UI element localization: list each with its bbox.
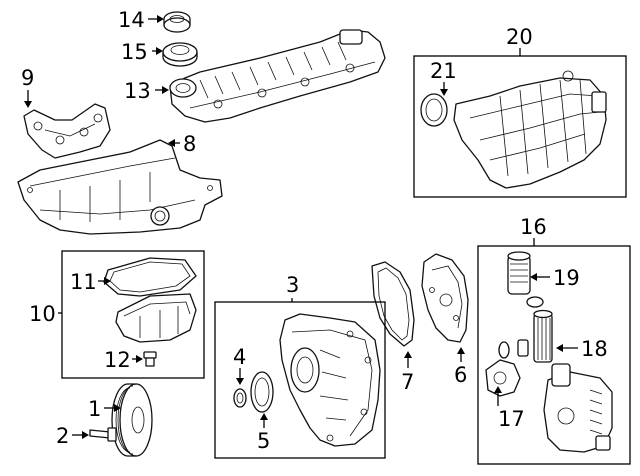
- callout-18: 18: [581, 337, 608, 361]
- part-12-drain-plug: [143, 351, 157, 367]
- callout-20: 20: [506, 25, 533, 49]
- part-11-gasket: [103, 257, 197, 297]
- part-13-cylinder-head-cover: [169, 29, 386, 123]
- callout-11: 11: [70, 270, 97, 294]
- part-4-seal: [233, 388, 247, 408]
- part-17-housing: [485, 339, 529, 397]
- part-18-filter-element: [533, 309, 553, 363]
- part-8-oil-pan-upper: [17, 139, 223, 235]
- callout-16: 16: [520, 215, 547, 239]
- part-21-gasket: [420, 93, 448, 127]
- part-6-cover-plate: [421, 253, 469, 343]
- callout-21: 21: [430, 59, 457, 83]
- part-9-bracket: [23, 103, 111, 159]
- leader-lines: [24, 15, 578, 439]
- callout-9: 9: [21, 66, 34, 90]
- callout-13: 13: [124, 79, 151, 103]
- part-14-cap: [163, 11, 191, 33]
- callout-5: 5: [257, 429, 270, 453]
- callout-6: 6: [454, 363, 467, 387]
- callout-15: 15: [121, 40, 148, 64]
- callout-3: 3: [286, 273, 299, 297]
- callout-17: 17: [498, 407, 525, 431]
- callout-19: 19: [553, 266, 580, 290]
- callout-12: 12: [104, 348, 131, 372]
- part-3-timing-cover: [279, 313, 381, 447]
- part-20-intake-manifold: [453, 70, 607, 189]
- part-16-oil-cooler-module: [543, 363, 613, 453]
- part-2-bolt: [89, 427, 117, 442]
- callout-7: 7: [401, 370, 414, 394]
- callout-4: 4: [233, 345, 246, 369]
- callout-1: 1: [88, 397, 101, 421]
- part-19-filter-cap: [507, 251, 544, 308]
- part-7-gasket: [371, 261, 415, 347]
- callout-2: 2: [56, 424, 69, 448]
- part-5-seal-ring: [250, 371, 274, 413]
- callout-labels: 14 15 13 9 8 20 21 16 19 18 17 11 10 12 …: [21, 8, 608, 453]
- part-15-seal: [162, 42, 198, 67]
- callout-8: 8: [183, 132, 196, 156]
- part-1-pulley: [111, 383, 153, 457]
- part-10-oil-pan-lower: [115, 293, 197, 343]
- box-10: [61, 250, 205, 379]
- box-3: [214, 301, 386, 459]
- box-16: [477, 245, 631, 465]
- callout-14: 14: [118, 8, 145, 32]
- callout-10: 10: [29, 302, 56, 326]
